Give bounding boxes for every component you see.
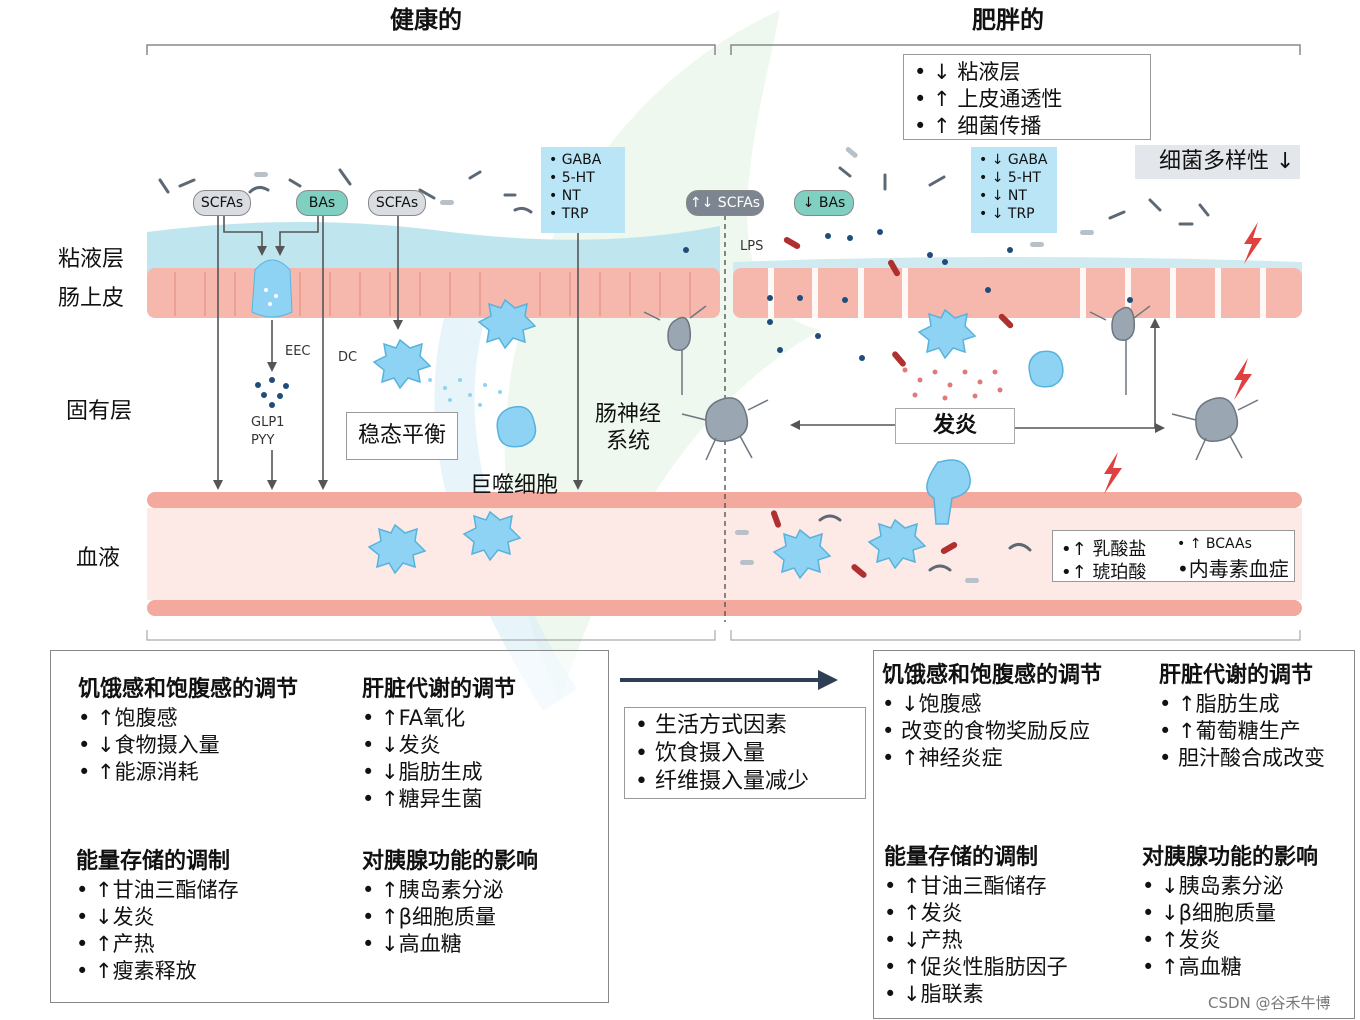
endotoxemia-item: •内毒素血症 [1177, 553, 1289, 582]
lamina-propria-label: 固有层 [66, 393, 132, 425]
obese-header: 肥胖的 [972, 0, 1044, 35]
section-item: • ↓脂联素 [884, 981, 1068, 1008]
section-item: • ↑促炎性脂肪因子 [884, 954, 1068, 981]
section-item: • ↑糖异生菌 [362, 786, 516, 813]
section-item: • ↑FA氧化 [362, 705, 516, 732]
lps-label: LPS [740, 239, 763, 254]
section-title: 能量存储的调制 [76, 843, 239, 875]
macrophage-label: 巨噬细胞 [470, 467, 558, 499]
section-item: • ↑发炎 [1142, 927, 1318, 954]
section-item: • ↑脂肪生成 [1159, 691, 1325, 718]
section-item: • ↓发炎 [362, 732, 516, 759]
neuro-item: • ↓ NT [979, 187, 1049, 205]
obese-liver-section: 肝脏代谢的调节 • ↑脂肪生成 • ↑葡萄糖生产 • 胆汁酸合成改变 [1159, 657, 1325, 772]
section-item: • ↑能源消耗 [78, 759, 298, 786]
blood-metabolite-box: •↑ 乳酸盐 •↑ 琥珀酸 • ↑ BCAAs •内毒素血症 [1052, 530, 1295, 582]
credit-watermark: CSDN @谷禾牛博 [1208, 992, 1331, 1013]
neuro-item: • 5-HT [549, 169, 617, 187]
section-item: • ↓β细胞质量 [1142, 900, 1318, 927]
dc-label: DC [338, 350, 357, 365]
section-item: • ↑胰岛素分泌 [362, 877, 538, 904]
homeostasis-box: 稳态平衡 [346, 412, 458, 460]
lifestyle-item: • 饮食摄入量 [635, 740, 855, 768]
section-item: • ↑产热 [76, 931, 239, 958]
section-item: • ↓胰岛素分泌 [1142, 873, 1318, 900]
section-title: 对胰腺功能的影响 [362, 843, 538, 875]
neuro-item: • ↓ 5-HT [979, 169, 1049, 187]
barrier-item: • ↓ 粘液层 [914, 59, 1140, 86]
neuro-item: • NT [549, 187, 617, 205]
bas-pill-obese: ↓ BAs [794, 190, 854, 216]
epithelium-obese [733, 268, 1302, 318]
obese-energy-section: 能量存储的调制 • ↑甘油三酯储存 • ↑发炎 • ↓产热 • ↑促炎性脂肪因子… [884, 839, 1068, 1008]
obese-pancreas-section: 对胰腺功能的影响 • ↓胰岛素分泌 • ↓β细胞质量 • ↑发炎 • ↑高血糖 [1142, 839, 1318, 981]
healthy-liver-section: 肝脏代谢的调节 • ↑FA氧化 • ↓发炎 • ↓脂肪生成 • ↑糖异生菌 [362, 671, 516, 813]
scfas-pill-obese: ↑↓ SCFAs [686, 190, 764, 216]
glp1-label: GLP1 [251, 415, 284, 430]
epithelium-label: 肠上皮 [58, 280, 124, 312]
lifestyle-item: • 纤维摄入量减少 [635, 768, 855, 796]
section-title: 肝脏代谢的调节 [1159, 657, 1325, 689]
healthy-bracket [147, 45, 715, 55]
section-item: • ↑β细胞质量 [362, 904, 538, 931]
section-item: • ↓脂肪生成 [362, 759, 516, 786]
healthy-appetite-section: 饥饿感和饱腹感的调节 • ↑饱腹感 • ↓食物摄入量 • ↑能源消耗 [78, 671, 298, 786]
section-item: • ↑葡萄糖生产 [1159, 718, 1325, 745]
lifestyle-item: • 生活方式因素 [635, 712, 855, 740]
obese-effects-panel: 饥饿感和饱腹感的调节 • ↓饱腹感 • 改变的食物奖励反应 • ↑神经炎症 肝脏… [873, 650, 1355, 1019]
neuro-item: • ↓ GABA [979, 151, 1049, 169]
section-item: • ↑高血糖 [1142, 954, 1318, 981]
pyy-label: PYY [251, 433, 274, 448]
section-title: 饥饿感和饱腹感的调节 [78, 671, 298, 703]
section-item: • ↑发炎 [884, 900, 1068, 927]
bas-pill-left: BAs [296, 190, 348, 216]
succinate-item: •↑ 琥珀酸 [1061, 558, 1146, 584]
barrier-changes-box: • ↓ 粘液层 • ↑ 上皮通透性 • ↑ 细菌传播 [903, 54, 1151, 140]
section-item: • ↑甘油三酯储存 [76, 877, 239, 904]
section-title: 肝脏代谢的调节 [362, 671, 516, 703]
neurotransmitter-box-healthy: • GABA • 5-HT • NT • TRP [541, 147, 625, 233]
blood-label: 血液 [76, 540, 120, 572]
lifestyle-factors-box: • 生活方式因素 • 饮食摄入量 • 纤维摄入量减少 [624, 707, 866, 799]
section-item: • ↓发炎 [76, 904, 239, 931]
section-item: • ↑饱腹感 [78, 705, 298, 732]
inflammation-box: 发炎 [895, 408, 1015, 444]
epithelium-healthy [147, 268, 720, 318]
section-item: • 改变的食物奖励反应 [882, 718, 1102, 745]
obese-appetite-section: 饥饿感和饱腹感的调节 • ↓饱腹感 • 改变的食物奖励反应 • ↑神经炎症 [882, 657, 1102, 772]
healthy-pancreas-section: 对胰腺功能的影响 • ↑胰岛素分泌 • ↑β细胞质量 • ↓高血糖 [362, 843, 538, 958]
bcaas-item: • ↑ BCAAs [1177, 536, 1252, 552]
section-item: • ↓食物摄入量 [78, 732, 298, 759]
section-item: • ↑甘油三酯储存 [884, 873, 1068, 900]
scfas-pill-left: SCFAs [193, 190, 251, 216]
neurotransmitter-box-obese: • ↓ GABA • ↓ 5-HT • ↓ NT • ↓ TRP [971, 147, 1057, 233]
mucus-layer-label: 粘液层 [58, 241, 124, 273]
section-item: • ↓饱腹感 [882, 691, 1102, 718]
section-item: • ↑瘦素释放 [76, 958, 239, 985]
neuro-item: • GABA [549, 151, 617, 169]
neuro-item: • TRP [549, 205, 617, 223]
bacterial-diversity-box: 细菌多样性 ↓ [1135, 145, 1300, 179]
section-title: 能量存储的调制 [884, 839, 1068, 871]
section-item: • ↑神经炎症 [882, 745, 1102, 772]
healthy-effects-panel: 饥饿感和饱腹感的调节 • ↑饱腹感 • ↓食物摄入量 • ↑能源消耗 肝脏代谢的… [50, 650, 609, 1003]
section-item: • ↓高血糖 [362, 931, 538, 958]
eec-cell [252, 260, 292, 317]
healthy-header: 健康的 [390, 0, 462, 35]
section-item: • 胆汁酸合成改变 [1159, 745, 1325, 772]
section-title: 对胰腺功能的影响 [1142, 839, 1318, 871]
neuro-item: • ↓ TRP [979, 205, 1049, 223]
eec-label: EEC [285, 344, 311, 359]
barrier-item: • ↑ 上皮通透性 [914, 86, 1140, 113]
ens-label-line2: 系统 [606, 423, 650, 455]
scfas-pill-mid: SCFAs [368, 190, 426, 216]
barrier-item: • ↑ 细菌传播 [914, 113, 1140, 140]
healthy-energy-section: 能量存储的调制 • ↑甘油三酯储存 • ↓发炎 • ↑产热 • ↑瘦素释放 [76, 843, 239, 985]
section-title: 饥饿感和饱腹感的调节 [882, 657, 1102, 689]
section-item: • ↓产热 [884, 927, 1068, 954]
